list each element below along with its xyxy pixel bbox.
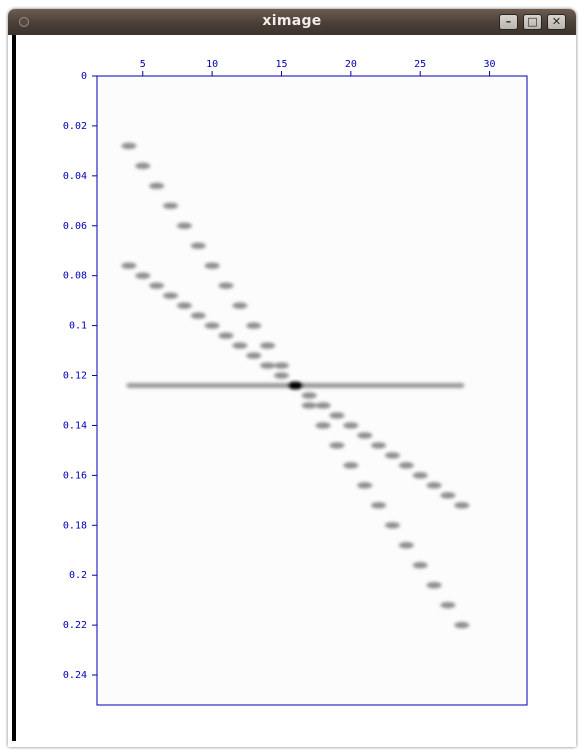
shallow-event-wavelet (273, 372, 289, 379)
shallow-event-wavelet (426, 482, 442, 489)
shallow-event-wavelet (232, 342, 248, 349)
shallow-event-wavelet (135, 272, 151, 279)
shallow-event-wavelet (454, 502, 470, 509)
y-tick-label: 0.04 (63, 171, 87, 182)
plot-canvas[interactable]: 5 10 15 20 25 30 0 0.02 0.04 0.06 0.08 0.1 0.12 0.14 0… (8, 35, 576, 747)
y-tick-label: 0.14 (63, 420, 87, 431)
x-tick-label: 5 (140, 59, 146, 70)
shallow-event-wavelet (218, 332, 234, 339)
x-tick-label: 10 (206, 59, 218, 70)
close-button[interactable]: ✕ (547, 14, 566, 30)
shallow-event-wavelet (343, 422, 359, 429)
steep-event-wavelet (329, 442, 345, 449)
shallow-event-wavelet (246, 352, 262, 359)
shallow-event-wavelet (398, 462, 414, 469)
ximage-window: ximage – □ ✕ 5 10 15 20 25 30 0 0.02 0.04 0.06 0.0… (8, 9, 576, 747)
shallow-event-wavelet (315, 402, 331, 409)
shallow-event-wavelet (301, 392, 317, 399)
steep-event-wavelet (454, 621, 470, 629)
shallow-event-wavelet (357, 432, 373, 439)
y-tick-label: 0.18 (63, 520, 87, 531)
steep-event-wavelet (398, 542, 414, 549)
window-title: ximage (262, 13, 322, 29)
shallow-event-wavelet (371, 442, 387, 449)
steep-event-wavelet (163, 202, 179, 209)
shallow-event-wavelet (121, 262, 137, 269)
y-tick-label: 0.02 (63, 121, 87, 132)
y-tick-label: 0.24 (63, 670, 87, 681)
steep-event-wavelet (412, 562, 428, 569)
steep-event-wavelet (204, 262, 220, 269)
shallow-event-wavelet (176, 302, 192, 309)
shallow-event-wavelet (260, 362, 276, 369)
shallow-event-wavelet (204, 322, 220, 329)
y-tick-label: 0 (81, 71, 87, 82)
steep-event-wavelet (135, 162, 151, 170)
y-tick-label: 0.2 (69, 570, 87, 581)
shallow-event-wavelet (149, 282, 165, 289)
window-menu-icon[interactable] (19, 17, 29, 27)
y-tick-label: 0.1 (69, 321, 87, 332)
y-tick-label: 0.08 (63, 271, 87, 282)
x-tick-label: 15 (275, 59, 287, 70)
title-bar[interactable]: ximage – □ ✕ (8, 9, 576, 35)
maximize-button[interactable]: □ (523, 14, 542, 30)
axes-layer: 5 10 15 20 25 30 0 0.02 0.04 0.06 0.08 0.1 0.12 0.14 0… (63, 59, 496, 681)
steep-event-wavelet (149, 182, 165, 190)
steep-event-wavelet (190, 242, 206, 249)
event-intersection (287, 381, 304, 390)
steep-event-wavelet (218, 282, 234, 289)
y-tick-label: 0.22 (63, 620, 87, 631)
x-tick-label: 20 (345, 59, 357, 70)
steep-event-wavelet (246, 322, 262, 329)
seismic-image-plot: 5 10 15 20 25 30 0 0.02 0.04 0.06 0.08 0.1 0.12 0.14 0… (63, 59, 528, 706)
y-tick-label: 0.12 (63, 371, 87, 382)
steep-event-wavelet (357, 482, 373, 489)
plot-frame (96, 75, 528, 706)
steep-event-wavelet (301, 402, 317, 409)
y-tick-label: 0.06 (63, 221, 87, 232)
steep-event-wavelet (440, 601, 456, 609)
steep-event-wavelet (384, 522, 400, 529)
x-tick-label: 25 (414, 59, 426, 70)
steep-event-wavelet (371, 502, 387, 509)
steep-event-wavelet (260, 342, 276, 349)
shallow-event-wavelet (384, 452, 400, 459)
steep-event-wavelet (176, 222, 192, 229)
shallow-event-wavelet (440, 492, 456, 499)
y-tick-label: 0.16 (63, 470, 87, 481)
steep-event-wavelet (232, 302, 248, 309)
minimize-button[interactable]: – (499, 14, 518, 30)
steep-event-wavelet (343, 462, 359, 469)
steep-event-wavelet (315, 422, 331, 429)
steep-event-wavelet (121, 142, 137, 150)
shallow-event-wavelet (329, 412, 345, 419)
steep-event-wavelet (273, 362, 289, 369)
steep-event-wavelet (426, 581, 442, 589)
events-layer (121, 142, 470, 629)
shallow-event-wavelet (163, 292, 179, 299)
window-left-edge (12, 35, 16, 741)
shallow-event-wavelet (412, 472, 428, 479)
x-tick-label: 30 (484, 59, 496, 70)
shallow-event-wavelet (190, 312, 206, 319)
